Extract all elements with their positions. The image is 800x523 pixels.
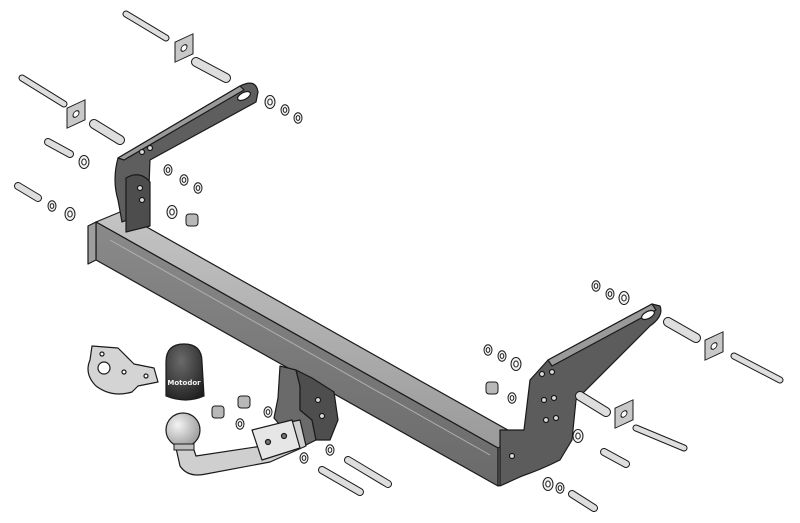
bolt-shaft-3 <box>90 120 124 144</box>
washer-hole-17 <box>575 432 581 440</box>
nut-2 <box>237 395 251 409</box>
spacer-plate-3 <box>614 399 634 429</box>
washer-hole-8 <box>67 210 73 218</box>
left-mounting-bracket <box>114 82 259 233</box>
nut-3 <box>485 381 499 395</box>
plates-group <box>66 33 724 429</box>
washer-hole-11 <box>607 291 613 297</box>
bolts-group <box>14 10 784 512</box>
spacer-plate-hole-1 <box>72 110 80 118</box>
washer-hole-15 <box>513 360 519 368</box>
spacer-plate-hole-0 <box>180 44 188 52</box>
washer-hole-13 <box>485 347 491 353</box>
washer-hole-20 <box>301 455 307 461</box>
spacer-plate-1 <box>66 99 86 129</box>
washer-hole-22 <box>237 421 243 427</box>
washer-hole-21 <box>327 447 333 453</box>
tow-ball-neck <box>175 419 307 476</box>
washer-hole-9 <box>169 208 175 216</box>
bolt-shaft-7 <box>731 353 783 383</box>
bolt-shaft-5 <box>576 392 610 416</box>
bolt-shaft-8 <box>319 467 363 495</box>
cap-brand-text: Motodor <box>167 379 201 387</box>
washer-hole-2 <box>295 115 301 121</box>
washer-hole-16 <box>509 395 515 401</box>
washer-hole-5 <box>181 177 187 183</box>
bolt-shaft-11 <box>15 183 41 201</box>
washer-hole-7 <box>49 203 55 209</box>
washer-hole-4 <box>165 167 171 173</box>
bolt-shaft-10 <box>45 139 73 157</box>
bolt-shaft-9 <box>345 457 391 487</box>
tow-ball <box>165 412 201 451</box>
spacer-plate-0 <box>174 33 194 63</box>
bolt-shaft-1 <box>192 58 230 82</box>
nut-0 <box>185 213 199 227</box>
spacer-plate-hole-2 <box>710 342 718 350</box>
bolt-shaft-12 <box>601 449 629 467</box>
bolt-shaft-4 <box>633 425 687 451</box>
main-crossbeam <box>87 211 523 487</box>
washer-hole-19 <box>557 485 563 491</box>
spacer-plate-2 <box>704 331 724 361</box>
bolt-shaft-13 <box>569 491 597 511</box>
bolt-shaft-2 <box>19 75 67 107</box>
washer-hole-12 <box>621 294 627 302</box>
washer-hole-14 <box>499 353 505 359</box>
socket-bracket <box>87 345 159 395</box>
washers-group <box>47 95 630 494</box>
ball-cover-cap: Motodor <box>165 343 205 401</box>
washer-hole-23 <box>265 409 271 415</box>
washer-hole-3 <box>81 158 87 166</box>
washer-hole-6 <box>195 185 201 191</box>
bolt-shaft-0 <box>123 11 169 41</box>
nut-1 <box>211 405 225 419</box>
washer-hole-0 <box>267 98 273 106</box>
washer-hole-1 <box>282 107 288 113</box>
washer-hole-10 <box>593 283 599 289</box>
washer-hole-18 <box>545 480 551 488</box>
bolt-shaft-6 <box>664 318 700 342</box>
spacer-plate-hole-3 <box>620 410 628 418</box>
